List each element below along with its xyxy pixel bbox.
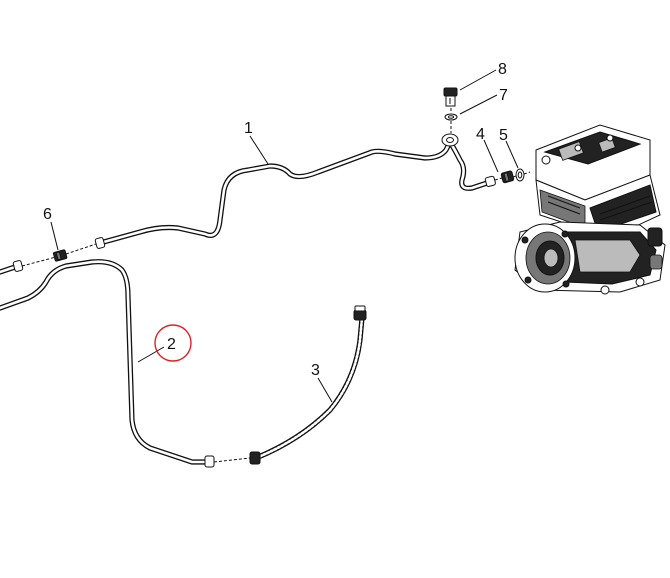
highlight-circle: [154, 324, 192, 362]
fitting-6: [21, 243, 97, 267]
callout-2: 2: [167, 336, 176, 353]
hose-3: [213, 305, 367, 465]
callout-3: 3: [311, 362, 320, 379]
callout-5: 5: [499, 127, 508, 144]
pipe-1: [94, 133, 496, 249]
seal-5: [512, 168, 531, 182]
leader-lines: [50, 69, 519, 403]
callout-4: 4: [476, 126, 485, 143]
washer-7: [444, 108, 458, 133]
callout-7: 7: [499, 87, 508, 104]
banjo-bolt-8: [443, 87, 458, 107]
adapter-4: [494, 170, 515, 184]
callout-6: 6: [43, 206, 52, 223]
callout-1: 1: [244, 120, 253, 137]
callout-8: 8: [498, 61, 507, 78]
air-compressor: [514, 124, 666, 295]
pipe-stub-left: [0, 260, 24, 275]
pipe-2: [0, 259, 215, 468]
